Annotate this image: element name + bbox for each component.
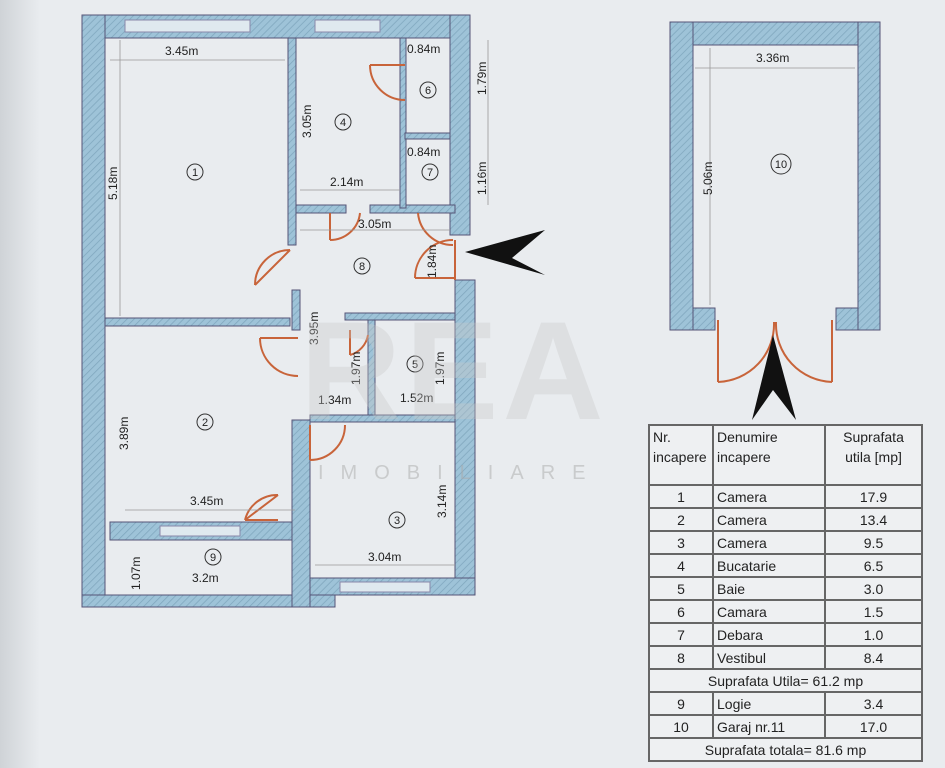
row-area: 8.4 — [824, 645, 923, 670]
room4-width: 2.14m — [330, 175, 363, 189]
room9-height: 1.07m — [129, 557, 143, 590]
row-nr: 7 — [648, 622, 714, 647]
row-nr: 1 — [648, 484, 714, 509]
row-nr: 4 — [648, 553, 714, 578]
room4-height: 3.05m — [300, 105, 314, 138]
room-area-table: Nr. incapere Denumire incapere Suprafata… — [648, 424, 923, 762]
row-name: Camera — [712, 484, 826, 509]
row-name: Baie — [712, 576, 826, 601]
row-name: Camera — [712, 530, 826, 555]
row-name: Camera — [712, 507, 826, 532]
row-name: Camara — [712, 599, 826, 624]
room-labels: 3.45m 5.18m 1 3.89m 3.45m 2 3.04m 3.14m … — [106, 42, 489, 590]
row-nr: 10 — [648, 714, 714, 739]
room1-width: 3.45m — [165, 44, 198, 58]
row-name: Logie — [712, 691, 826, 716]
row-area: 6.5 — [824, 553, 923, 578]
room2-number: 2 — [202, 417, 208, 429]
row-name: Debara — [712, 622, 826, 647]
header-name: Denumire incapere — [712, 424, 826, 486]
room7-number: 7 — [427, 167, 433, 179]
row-nr: 2 — [648, 507, 714, 532]
row-area: 17.0 — [824, 714, 923, 739]
photo-edge-shadow — [0, 0, 40, 768]
row-area: 13.4 — [824, 507, 923, 532]
room6-height: 1.79m — [475, 62, 489, 95]
row-name: Bucatarie — [712, 553, 826, 578]
row-area: 1.5 — [824, 599, 923, 624]
garage-entrance-arrow-icon — [752, 335, 796, 420]
subtotal-usable-area: Suprafata Utila= 61.2 mp — [648, 668, 923, 693]
row-name: Vestibul — [712, 645, 826, 670]
room3-height: 3.14m — [435, 485, 449, 518]
row-area: 9.5 — [824, 530, 923, 555]
windows — [124, 19, 431, 593]
row-nr: 9 — [648, 691, 714, 716]
room8-height: 1.84m — [425, 245, 439, 278]
total-area: Suprafata totala= 81.6 mp — [648, 737, 923, 762]
row-name: Garaj nr.11 — [712, 714, 826, 739]
room2-height: 3.89m — [117, 417, 131, 450]
dimension-lines — [110, 40, 855, 566]
row-nr: 3 — [648, 530, 714, 555]
room10-height: 5.06m — [701, 162, 715, 195]
wc-width: 1.34m — [318, 393, 351, 407]
room8-number: 8 — [359, 261, 365, 273]
room3-width: 3.04m — [368, 550, 401, 564]
table-header: Nr. incapere Denumire incapere Suprafata… — [648, 424, 923, 486]
room9-number: 9 — [210, 552, 216, 564]
room6-width: 0.84m — [407, 42, 440, 56]
header-area: Suprafata utila [mp] — [824, 424, 923, 486]
room5-number: 5 — [412, 359, 418, 371]
row-nr: 6 — [648, 599, 714, 624]
room5-height: 1.97m — [433, 352, 447, 385]
room5-width: 1.52m — [400, 391, 433, 405]
subtotal-row: Suprafata Utila= 61.2 mp — [648, 668, 923, 693]
room9-width: 3.2m — [192, 571, 219, 585]
room6-number: 6 — [425, 85, 431, 97]
wc-height: 1.97m — [349, 352, 363, 385]
row-area: 17.9 — [824, 484, 923, 509]
entrance-arrow-icon — [465, 230, 545, 275]
row-area: 3.4 — [824, 691, 923, 716]
row-area: 1.0 — [824, 622, 923, 647]
room7-width: 0.84m — [407, 145, 440, 159]
room8-length: 3.95m — [307, 312, 321, 345]
garage: 3.36m 5.06m 10 — [669, 21, 881, 420]
room3-number: 3 — [394, 515, 400, 527]
watermark-subtitle: IMOBILIARE — [318, 462, 603, 484]
total-row: Suprafata totala= 81.6 mp — [648, 737, 923, 762]
row-nr: 5 — [648, 576, 714, 601]
room10-number: 10 — [775, 159, 787, 171]
doors[interactable] — [244, 64, 456, 521]
room7-height: 1.16m — [475, 162, 489, 195]
watermark-logo: REA — [300, 292, 608, 449]
row-area: 3.0 — [824, 576, 923, 601]
room4-number: 4 — [340, 117, 346, 129]
room2-width: 3.45m — [190, 494, 223, 508]
room10-width: 3.36m — [756, 51, 789, 65]
room1-number: 1 — [192, 167, 198, 179]
room1-height: 5.18m — [106, 167, 120, 200]
header-nr: Nr. incapere — [648, 424, 714, 486]
row-nr: 8 — [648, 645, 714, 670]
room8-width: 3.05m — [358, 217, 391, 231]
